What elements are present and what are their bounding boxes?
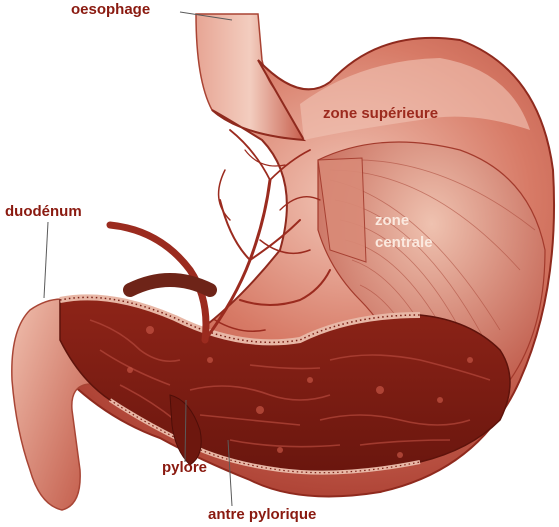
mucosal-folds [89,319,491,448]
leader-pylore [184,399,187,463]
label-duodenum: duodénum [5,203,82,220]
fundus-highlight [300,58,530,140]
muscle-band-edge [317,157,367,263]
oesophagus-tube [195,13,305,141]
leader-lines [43,11,233,507]
blood-vessels [106,129,331,344]
label-zone-centrale-line2: centrale [375,234,433,251]
leader-antre [227,439,233,507]
mucosal-spots [127,326,473,458]
label-zone-centrale: zone centrale [375,210,433,254]
label-antre-pylorique: antre pylorique [208,506,317,523]
label-oesophage: oesophage [71,1,151,18]
label-zone-superieure: zone supérieure [323,105,439,122]
leader-oesophage [179,11,233,21]
label-pylore: pylore [162,459,208,476]
leader-duodenum [43,221,49,299]
label-zone-centrale-line1: zone [375,212,410,229]
